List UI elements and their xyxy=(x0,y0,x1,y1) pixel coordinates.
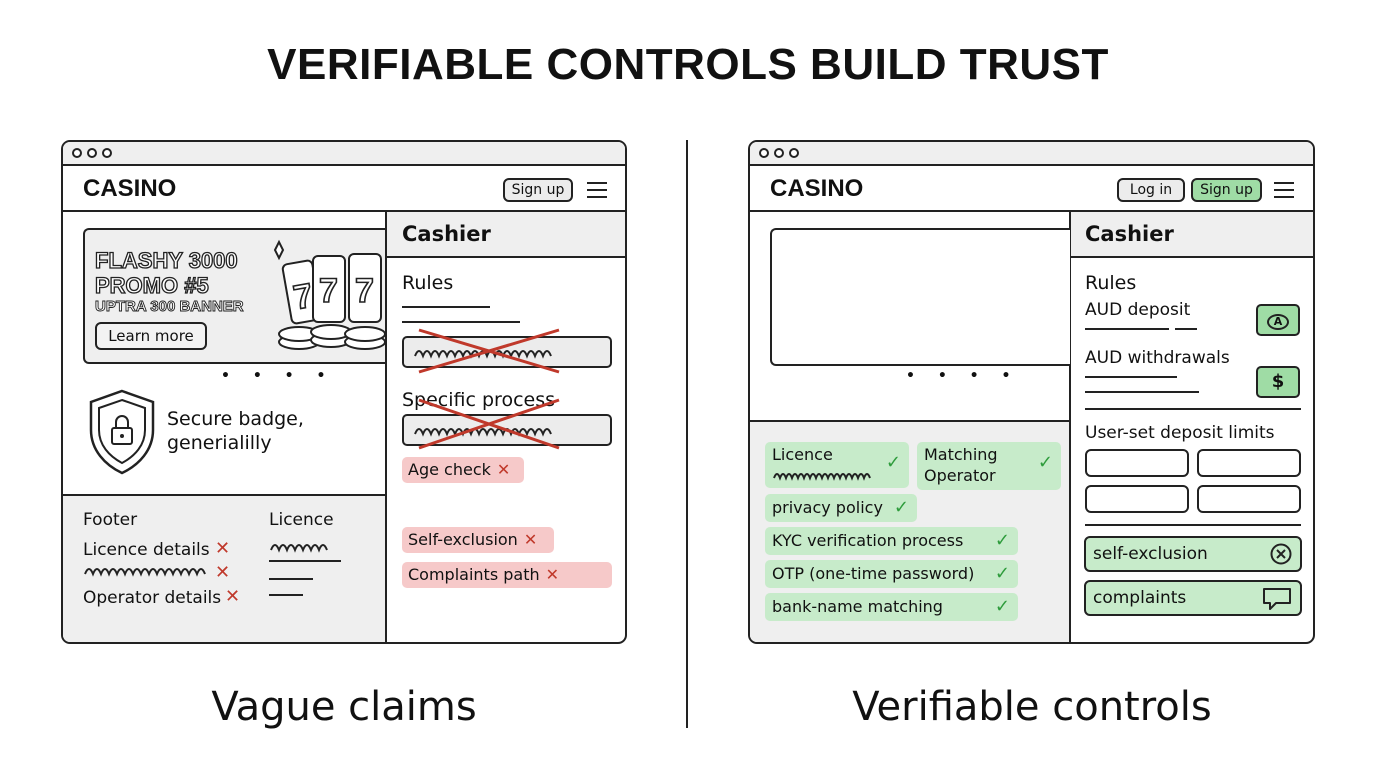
cashier-title: Cashier xyxy=(1085,222,1174,246)
login-button[interactable]: Log in xyxy=(1117,178,1185,202)
banner-line-3: UPTRA 300 BANNER xyxy=(95,298,245,316)
window-dot-icon xyxy=(759,148,769,158)
privacy-policy-check-item: privacy policy ✓ xyxy=(765,494,917,522)
complaints-path-item: Complaints path✕ xyxy=(402,562,612,588)
rules-heading: Rules xyxy=(1085,272,1137,294)
red-x-icon: ✕ xyxy=(225,586,241,607)
footer-heading: Footer xyxy=(83,510,138,530)
bank-name-check-item: bank-name matching ✓ xyxy=(765,593,1018,621)
check-icon: ✓ xyxy=(893,497,909,518)
slot-machine-illustration: 7 7 7 xyxy=(273,239,386,350)
scribble-text xyxy=(414,350,552,359)
window-titlebar xyxy=(750,142,1313,166)
close-circle-icon xyxy=(1270,543,1292,565)
window-titlebar xyxy=(63,142,625,166)
check-icon: ✓ xyxy=(885,452,901,473)
trust-checks-panel: Licence ✓ Matching Operator ✓ privacy po… xyxy=(750,422,1069,642)
hamburger-menu-icon[interactable] xyxy=(1274,182,1294,198)
scribble-text xyxy=(270,544,328,553)
deposit-button[interactable]: A xyxy=(1256,304,1300,336)
secure-badge-text-1: Secure badge, xyxy=(167,408,304,430)
withdraw-dollar-button[interactable]: $ xyxy=(1256,366,1300,398)
red-x-icon: ✕ xyxy=(496,460,511,479)
check-icon: ✓ xyxy=(994,530,1010,551)
svg-text:7: 7 xyxy=(355,272,374,310)
otp-check-item: OTP (one-time password) ✓ xyxy=(765,560,1018,588)
site-navbar: CASINO Sign up xyxy=(63,166,625,212)
matching-operator-check-item: Matching Operator ✓ xyxy=(917,442,1061,490)
scribble-text xyxy=(773,473,871,481)
red-x-icon: ✕ xyxy=(545,565,560,584)
banner-line-1: FLASHY 3000 xyxy=(94,247,238,273)
deposit-limit-input[interactable] xyxy=(1197,449,1301,477)
scribble-text xyxy=(84,568,206,577)
hero-image-placeholder xyxy=(770,228,1070,366)
red-x-icon: ✕ xyxy=(215,538,231,559)
promo-banner: FLASHY 3000 PROMO #5 UPTRA 300 BANNER Le… xyxy=(83,228,386,364)
footer-panel: Footer Licence details ✕ ✕ Operator deta… xyxy=(63,496,385,642)
cashier-header: Cashier xyxy=(1071,212,1313,258)
center-divider xyxy=(686,140,688,728)
window-dot-icon xyxy=(72,148,82,158)
shield-lock-icon xyxy=(89,389,155,475)
window-dot-icon xyxy=(789,148,799,158)
self-exclusion-row[interactable]: self-exclusion xyxy=(1084,536,1302,572)
complaints-row[interactable]: complaints xyxy=(1084,580,1302,616)
check-icon: ✓ xyxy=(994,596,1010,617)
site-navbar: CASINO Log in Sign up xyxy=(750,166,1313,212)
svg-text:7: 7 xyxy=(319,272,338,310)
window-dot-icon xyxy=(774,148,784,158)
site-logo: CASINO xyxy=(770,175,864,202)
deposit-limits-label: User-set deposit limits xyxy=(1085,423,1275,443)
window-dot-icon xyxy=(102,148,112,158)
licence-check-item: Licence ✓ xyxy=(765,442,909,488)
secure-badge-text-2: generialilly xyxy=(167,432,272,454)
site-logo: CASINO xyxy=(83,175,177,202)
chat-bubble-icon xyxy=(1263,588,1291,610)
self-exclusion-item: Self-exclusion✕ xyxy=(402,527,554,553)
hamburger-menu-icon[interactable] xyxy=(587,182,607,198)
carousel-dots[interactable]: • • • • xyxy=(221,368,335,384)
kyc-check-item: KYC verification process ✓ xyxy=(765,527,1018,555)
age-check-item: Age check✕ xyxy=(402,457,524,483)
learn-more-button[interactable]: Learn more xyxy=(95,322,207,350)
red-cross-out-icon xyxy=(418,328,560,374)
signup-button[interactable]: Sign up xyxy=(1191,178,1262,202)
rules-heading: Rules xyxy=(402,272,454,294)
right-caption: Verifiable controls xyxy=(852,684,1212,730)
deposit-limit-input[interactable] xyxy=(1197,485,1301,513)
specific-process-label: Specific process xyxy=(402,389,556,411)
red-cross-out-icon xyxy=(418,398,560,450)
cashier-title: Cashier xyxy=(402,222,491,246)
window-dot-icon xyxy=(87,148,97,158)
licence-details-item: Licence details xyxy=(83,540,210,560)
signup-button[interactable]: Sign up xyxy=(503,178,573,202)
operator-details-item: Operator details xyxy=(83,588,222,608)
aud-deposit-label: AUD deposit xyxy=(1085,300,1191,320)
red-x-icon: ✕ xyxy=(215,562,231,583)
red-x-icon: ✕ xyxy=(523,530,538,549)
deposit-limit-input[interactable] xyxy=(1085,449,1189,477)
left-caption: Vague claims xyxy=(211,684,477,730)
left-browser-window: CASINO Sign up FLASHY 3000 PROMO #5 UPTR… xyxy=(61,140,627,644)
page-title: VERIFIABLE CONTROLS BUILD TRUST xyxy=(267,40,1109,89)
deposit-icon: A xyxy=(1267,314,1289,330)
right-browser-window: CASINO Log in Sign up • • • • Licence ✓ … xyxy=(748,140,1315,644)
aud-withdrawals-label: AUD withdrawals xyxy=(1085,348,1230,368)
deposit-limit-input[interactable] xyxy=(1085,485,1189,513)
carousel-dots[interactable]: • • • • xyxy=(906,368,1020,384)
banner-line-2: PROMO #5 xyxy=(94,272,209,298)
check-icon: ✓ xyxy=(994,563,1010,584)
licence-heading: Licence xyxy=(269,510,334,530)
cashier-header: Cashier xyxy=(387,212,625,258)
scribble-text xyxy=(414,428,552,437)
check-icon: ✓ xyxy=(1037,452,1053,473)
